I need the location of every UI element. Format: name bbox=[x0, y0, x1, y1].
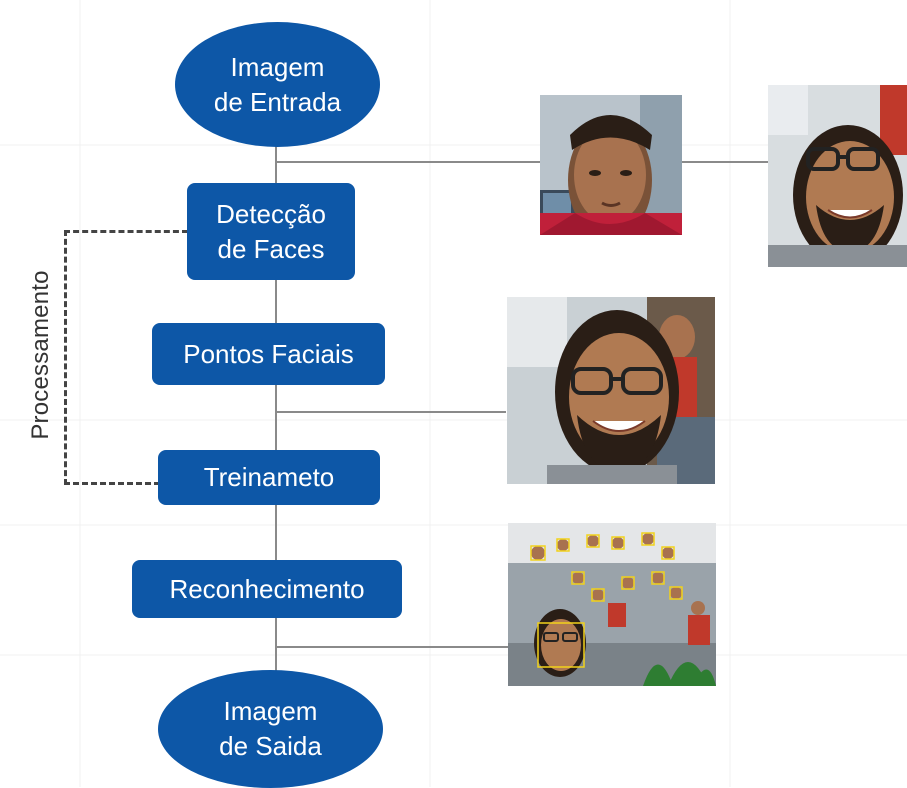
branch-line-facial-points bbox=[276, 411, 506, 413]
branch-line-input-2 bbox=[682, 161, 768, 163]
node-recognition-label: Reconhecimento bbox=[169, 573, 365, 604]
node-face-detection-label: Detecção de Faces bbox=[216, 198, 326, 264]
branch-line-input bbox=[276, 161, 540, 163]
branch-line-recognition bbox=[276, 646, 508, 648]
main-spine-connector bbox=[275, 130, 277, 690]
processing-bracket-bottom bbox=[64, 482, 160, 485]
node-face-detection: Detecção de Faces bbox=[187, 183, 355, 280]
facial-points-photo bbox=[507, 297, 715, 484]
node-facial-points-label: Pontos Faciais bbox=[183, 338, 354, 369]
node-training-label: Treinameto bbox=[203, 462, 335, 492]
processing-bracket-side bbox=[64, 230, 67, 485]
input-face-photo bbox=[540, 95, 682, 235]
node-input-image: Imagem de Entrada bbox=[175, 22, 380, 147]
node-training: Treinameto bbox=[158, 450, 380, 505]
node-output-image-label: Imagem de Saida bbox=[219, 696, 322, 761]
processing-bracket-top bbox=[64, 230, 188, 233]
node-output-image: Imagem de Saida bbox=[158, 670, 383, 788]
selfie-photo bbox=[768, 85, 907, 267]
recognition-photo bbox=[508, 523, 716, 686]
node-recognition: Reconhecimento bbox=[132, 560, 402, 618]
node-input-image-label: Imagem de Entrada bbox=[213, 51, 342, 117]
processing-label: Processamento bbox=[27, 270, 54, 440]
node-facial-points: Pontos Faciais bbox=[152, 323, 385, 385]
